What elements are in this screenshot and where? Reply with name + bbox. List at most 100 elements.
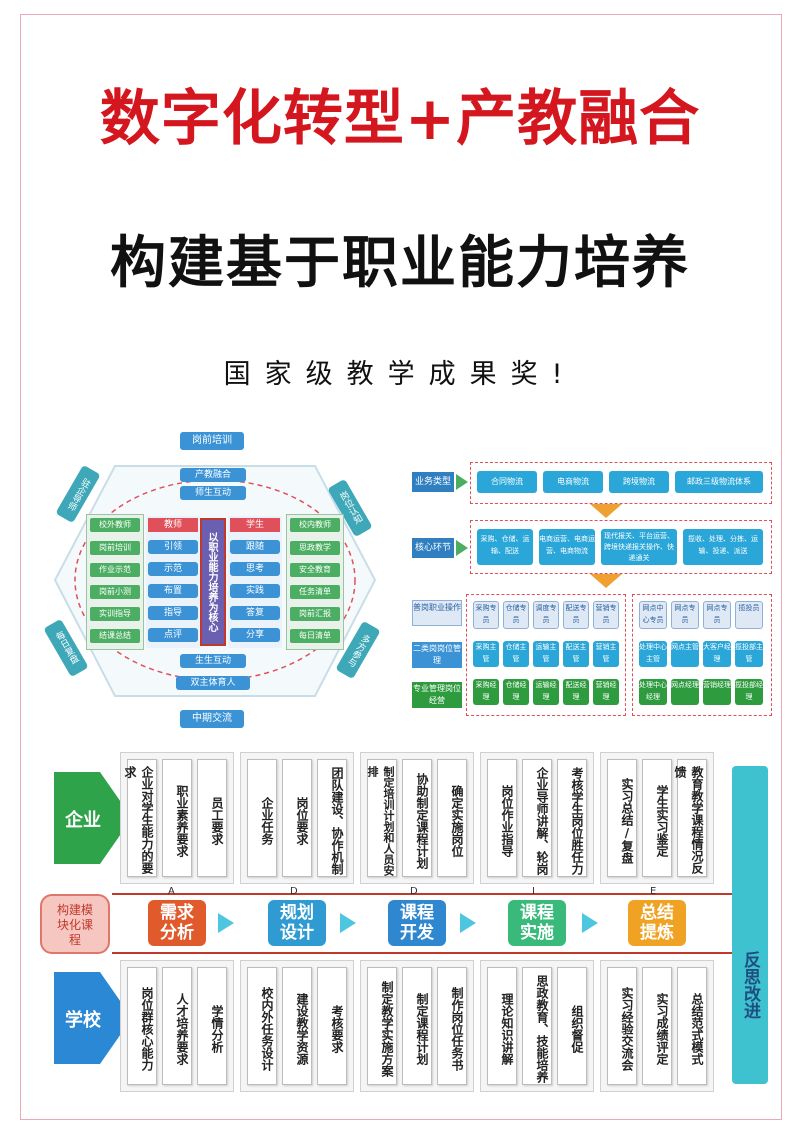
enterprise-cell: 学生实习鉴定 <box>642 759 672 877</box>
top-pill-2: 师生互动 <box>180 486 246 500</box>
left-column-item: 结课总结 <box>90 629 140 643</box>
teacher-column-header: 教师 <box>148 518 198 532</box>
right-column-item: 思政教学 <box>290 541 340 555</box>
left-column-item: 作业示范 <box>90 563 140 577</box>
hexagon-diagram: 岗前培训 中期交流 产教融合 师生互动 生生互动 双主体育人 驻企导师 岗位认知… <box>40 428 390 733</box>
left-column-item: 实训指导 <box>90 607 140 621</box>
top-badge: 岗前培训 <box>180 432 244 450</box>
position-cell: 仓储主管 <box>503 641 529 667</box>
school-cell: 总结范式模式 <box>677 967 707 1085</box>
teacher-item: 布置 <box>148 584 198 598</box>
right-column-item: 每日清单 <box>290 629 340 643</box>
enterprise-label: 企业 <box>54 772 132 864</box>
business-type-item: 跨境物流 <box>609 471 669 493</box>
position-cell: 处理中心主管 <box>639 641 667 667</box>
row-label-business-type: 业务类型 <box>412 472 454 492</box>
school-cell: 岗位群核心能力 <box>127 967 157 1085</box>
enterprise-group-3: 制定培训计划和人员安排 协助制定课程计划 确定实施岗位 <box>360 752 474 884</box>
left-column-item: 岗前培训 <box>90 541 140 555</box>
position-cell: 网点专员 <box>671 601 699 629</box>
student-item: 答复 <box>230 606 280 620</box>
positions-left-group: 采购专员 仓储专员 调度专员 配送专员 营销专员 采购主管 仓储主管 运输主管 … <box>466 594 626 716</box>
position-cell: 网点中心专员 <box>639 601 667 629</box>
down-arrow-icon <box>590 574 622 588</box>
business-type-item: 邮政三级物流体系 <box>675 471 763 493</box>
modular-course-tag: 构建模块化课程 <box>40 894 110 954</box>
connector-line-bottom <box>112 952 732 954</box>
student-item: 思考 <box>230 562 280 576</box>
core-link-item: 现代报关、平台运营、跨境快递报关操作、快递通关 <box>601 529 677 565</box>
student-item: 分享 <box>230 628 280 642</box>
down-arrow-icon <box>590 504 622 518</box>
position-cell: 运输主管 <box>533 641 559 667</box>
enterprise-cell: 考核学生岗位胜任力 <box>557 759 587 877</box>
school-cell: 实习经验交流会 <box>607 967 637 1085</box>
right-column-item: 安全教育 <box>290 563 340 577</box>
phase-course-implementation: 课程实施 <box>508 900 566 946</box>
enterprise-cell: 实习总结/复盘 <box>607 759 637 877</box>
school-cell: 思政教育、技能培养 <box>522 967 552 1085</box>
position-cell: 配送专员 <box>563 601 589 629</box>
phase-letter: D <box>410 886 418 897</box>
school-arrow-shape <box>54 972 132 1064</box>
core-link-row: 采购、仓储、运输、配送 电商运营、电商运营、电商物流 现代报关、平台运营、跨境快… <box>470 520 772 574</box>
position-cell: 营销主管 <box>593 641 619 667</box>
school-group-3: 制定教学实施方案 制定课程计划 制作岗位任务书 <box>360 960 474 1092</box>
position-cell: 网点经理 <box>671 679 699 705</box>
enterprise-cell: 企业导师讲解、轮岗 <box>522 759 552 877</box>
enterprise-cell: 岗位作业指导 <box>487 759 517 877</box>
row-label-core-link: 核心环节 <box>412 538 454 558</box>
business-type-item: 合同物流 <box>477 471 537 493</box>
position-cell: 营销经理 <box>593 679 619 705</box>
position-cell: 揽投部主管 <box>735 641 763 667</box>
right-teacher-column: 校内教师 思政教学 安全教育 任务清单 岗前汇报 每日清单 <box>286 514 344 650</box>
school-cell: 学情分析 <box>197 967 227 1085</box>
school-group-2: 校内外任务设计 建设教学资源 考核要求 <box>240 960 354 1092</box>
teacher-item: 指导 <box>148 606 198 620</box>
level-label: 二类岗岗位管理 <box>412 642 462 668</box>
left-teacher-column: 校外教师 岗前培训 作业示范 岗前小测 实训指导 结课总结 <box>86 514 144 650</box>
school-cell: 实习成绩评定 <box>642 967 672 1085</box>
enterprise-arrow-shape <box>54 772 132 864</box>
school-cell: 人才培养要求 <box>162 967 192 1085</box>
level-label: 专业管理岗位经营 <box>412 682 462 708</box>
student-item: 实践 <box>230 584 280 598</box>
curriculum-diagram: 企业 学校 构建模块化课程 企业对学生能力的要求 职业素养要求 员工要求 企业任… <box>36 752 776 1092</box>
enterprise-cell: 确定实施岗位 <box>437 759 467 877</box>
left-column-header: 校外教师 <box>90 518 140 532</box>
left-column-item: 岗前小测 <box>90 585 140 599</box>
core-link-item: 采购、仓储、运输、配送 <box>477 529 533 565</box>
enterprise-group-4: 岗位作业指导 企业导师讲解、轮岗 考核学生岗位胜任力 <box>480 752 594 884</box>
school-label-text: 学校 <box>65 1010 101 1031</box>
school-cell: 制定教学实施方案 <box>367 967 397 1085</box>
enterprise-cell: 制定培训计划和人员安排 <box>366 759 397 877</box>
phase-needs-analysis: 需求分析 <box>148 900 206 946</box>
student-column: 学生 跟随 思考 实践 答复 分享 <box>228 516 282 648</box>
phase-letter: E <box>650 886 657 897</box>
center-core-label: 以职业能力培养为核心 <box>200 518 226 646</box>
school-cell: 制作岗位任务书 <box>437 967 467 1085</box>
school-label: 学校 <box>54 972 132 1064</box>
position-cell: 营销专员 <box>593 601 619 629</box>
right-column-item: 任务清单 <box>290 585 340 599</box>
position-cell: 大客户经理 <box>703 641 731 667</box>
position-cell: 配送主管 <box>563 641 589 667</box>
sub-title: 构建基于职业能力培养 <box>110 231 690 296</box>
right-column-header: 校内教师 <box>290 518 340 532</box>
top-pill-1: 产教融合 <box>180 468 246 482</box>
enterprise-cell: 企业任务 <box>247 759 277 877</box>
enterprise-label-text: 企业 <box>65 810 101 831</box>
green-arrow-icon <box>456 474 468 490</box>
school-cell: 建设教学资源 <box>282 967 312 1085</box>
position-cell: 仓储经理 <box>503 679 529 705</box>
reflection-improvement-bar: 反思改进 <box>732 766 768 1084</box>
enterprise-cell: 岗位要求 <box>282 759 312 877</box>
position-cell: 网点主管 <box>671 641 699 667</box>
positions-right-group: 网点中心专员 网点专员 网点专员 揽投员 处理中心主管 网点主管 大客户经理 揽… <box>632 594 772 716</box>
right-column-item: 岗前汇报 <box>290 607 340 621</box>
position-cell: 采购主管 <box>473 641 499 667</box>
position-cell: 采购经理 <box>473 679 499 705</box>
bottom-pill-1: 生生互动 <box>180 654 246 668</box>
positions-left-grid: 采购专员 仓储专员 调度专员 配送专员 营销专员 采购主管 仓储主管 运输主管 … <box>473 601 621 705</box>
phase-letter: I <box>532 886 535 897</box>
